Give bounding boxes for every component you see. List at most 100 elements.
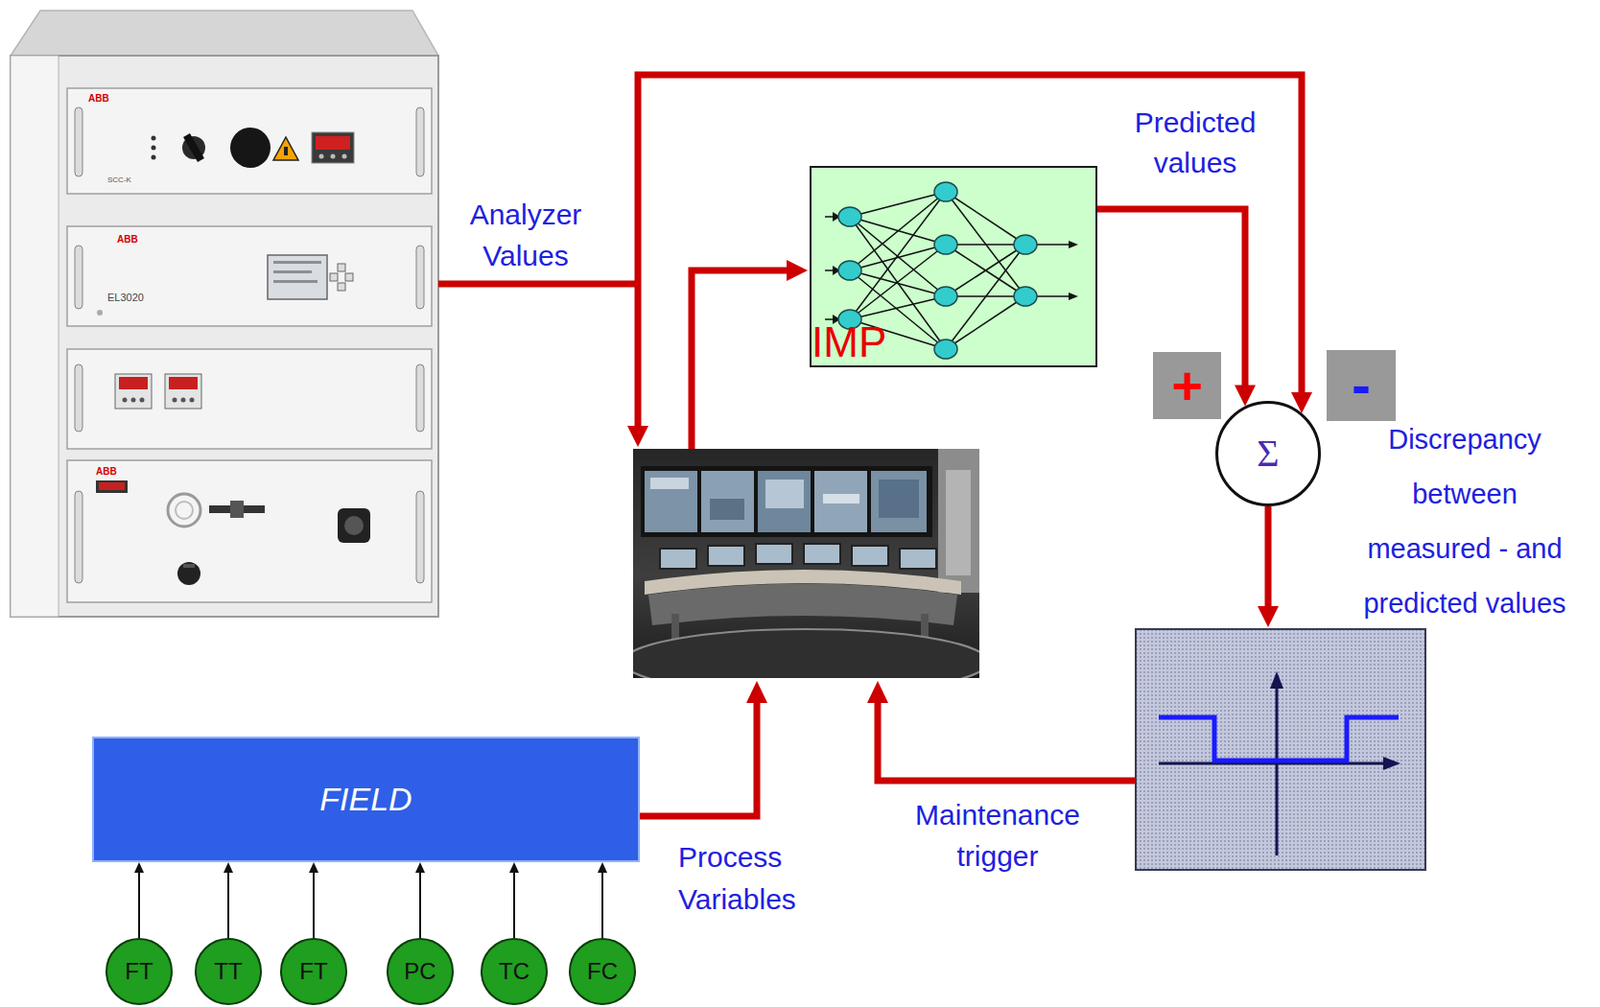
signal-arrows-part [1265,506,1272,611]
neural-network-figure [809,165,1098,368]
signal-label: Predicted values [1123,102,1268,184]
connector-arrow [134,862,144,939]
label-holder: ABB [117,234,139,245]
analyzer-cabinet-part [151,145,157,151]
analyzer-cabinet-part [115,374,152,409]
threshold-figure-part [1270,671,1284,689]
label-holder: Discrepancy between measured - and predi… [1349,412,1580,632]
label-holder: ABB [88,93,110,104]
analyzer-cabinet-part [74,491,83,584]
signal-arrows-part [877,700,1136,781]
analyzer-cabinet-part [319,154,325,160]
analyzer-cabinet-part [151,136,157,142]
analyzer-cabinet-part [183,564,195,568]
neural-network-figure-part-part [849,191,946,271]
analyzer-cabinet-part [96,309,103,316]
analyzer-cabinet [10,10,439,617]
analyzer-cabinet-part [118,376,148,390]
connector-arrow [415,862,425,939]
node-text: Σ [1256,432,1279,475]
arrowhead [223,862,234,873]
label-holder: Maintenance trigger [901,794,1094,877]
connector-line [312,870,315,939]
neural-network-figure-part-part [945,296,1026,350]
instrument-circle: PC [386,938,454,1006]
analyzer-cabinet-part [330,154,336,160]
control-room-picture-part [757,470,811,533]
control-room-picture-part [814,470,868,533]
brand-label: ABB [88,93,110,104]
signal-arrowheads-part [867,681,889,704]
analyzer-cabinet-part [67,88,432,194]
neural-network-figure-part-part [849,244,946,320]
connector-arrow [308,862,319,939]
control-room-picture-part [707,545,745,566]
analyzer-cabinet-part [230,500,244,518]
instrument-circle: FT [105,938,173,1006]
node-text: FT [299,959,328,985]
instrument-circle: FC [568,938,636,1006]
label-holder: Analyzer Values [453,193,598,277]
field-box: FIELD [92,736,640,863]
arrowhead [597,862,608,873]
threshold-figure-part [1135,629,1426,871]
neural-network-figure-part-part [838,207,862,227]
control-room-picture-part [851,545,889,566]
connector-arrow [597,862,608,939]
signal-label: Maintenance trigger [901,794,1094,877]
control-room-picture-part [671,613,680,641]
analyzer-cabinet-part [311,132,354,164]
threshold-figure-part [1158,717,1399,761]
control-room-picture-part [709,498,745,520]
control-room-picture-part [755,543,793,565]
connector-line [227,870,230,939]
control-room-picture [633,448,980,679]
analyzer-cabinet-part [122,398,128,403]
brand-label: ABB [117,234,139,245]
analyzer-cabinet-part [337,263,346,272]
neural-network-figure-part [1068,292,1079,301]
control-room-picture-part [803,543,841,565]
analyzer-cabinet-part [416,491,424,584]
control-room-picture-part [945,470,971,576]
neural-network-figure-part-part [849,270,946,297]
module-label: SCC-K [107,176,132,186]
node-text: PC [403,959,436,985]
neural-network-figure-part [1068,240,1079,249]
analyzer-cabinet-part [151,155,157,161]
analyzer-cabinet-part [416,364,424,432]
neural-network-figure-part [809,165,1098,368]
control-room-picture-part [899,548,937,569]
arrowhead [308,862,319,873]
analyzer-cabinet-part [345,273,353,282]
neural-network-figure-part-part [1035,295,1071,298]
analyzer-cabinet-part [168,376,198,390]
neural-network-figure-part-part [934,339,958,359]
arrowhead [415,862,425,873]
control-room-picture-part [765,479,804,509]
analyzer-cabinet-part [98,482,125,491]
analyzer-cabinet-part [267,255,328,300]
signal-arrowheads-part [627,425,649,448]
control-room-picture-part [633,629,980,679]
analyzer-cabinet-part [416,107,424,177]
analyzer-cabinet-part [337,282,346,291]
analyzer-cabinet-part [74,364,83,432]
control-room-picture-part [644,470,698,533]
neural-network-figure-part-part [838,260,862,281]
analyzer-cabinet-part [167,494,201,527]
analyzer-cabinet-part [183,133,205,163]
signal-arrowheads [627,259,1313,704]
analyzer-cabinet-part [337,508,371,543]
arrowhead [134,862,144,873]
node-text: TT [213,959,242,985]
analyzer-cabinet-part [172,398,178,403]
signal-arrows-part [639,700,757,817]
analyzer-cabinet-part [315,136,351,150]
connector-line [513,870,516,939]
signal-arrowheads-part [786,259,808,282]
analyzer-cabinet-part [164,374,202,409]
analyzer-cabinet-part [181,398,187,403]
neural-network-figure-part-part [934,235,958,255]
instrument-circle: TT [194,938,262,1006]
